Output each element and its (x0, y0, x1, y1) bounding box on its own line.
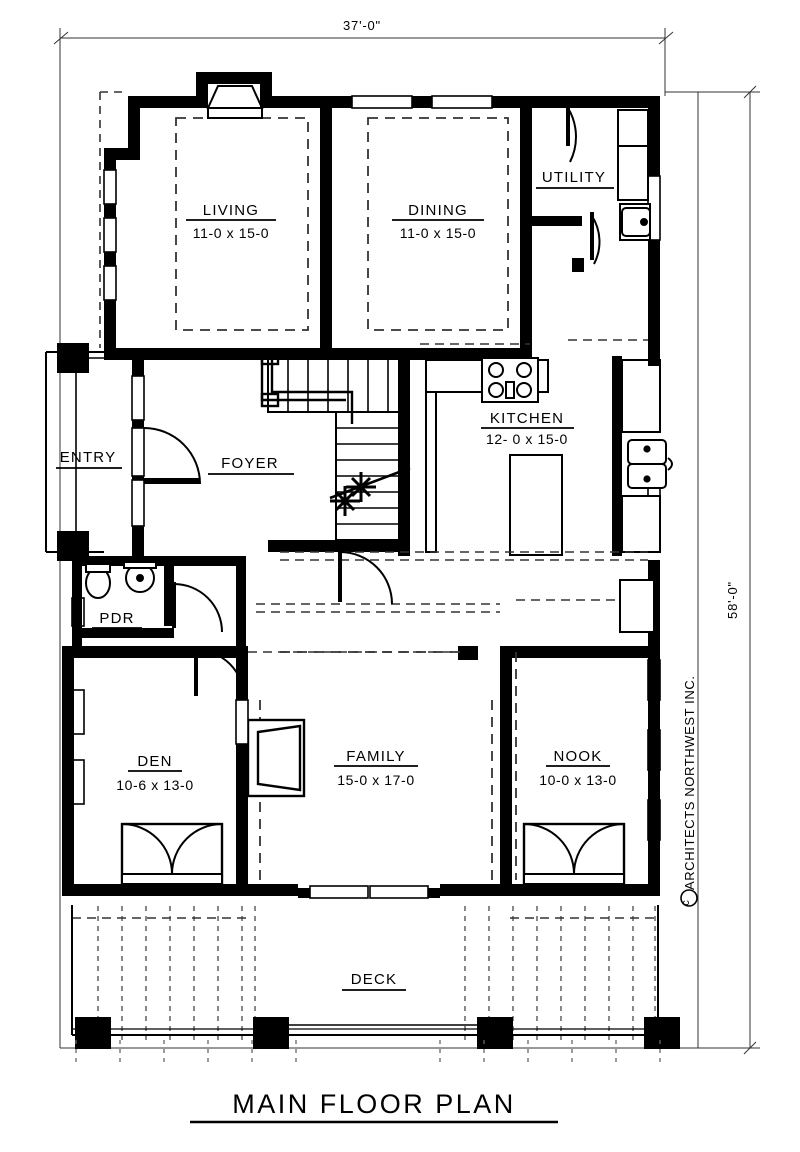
powder-room (72, 556, 246, 699)
toilet-icon (85, 563, 111, 599)
room-label-entry: ENTRY (60, 449, 117, 466)
room-dim-nook: 10-0 x 13-0 (539, 772, 616, 788)
pdr-sink-icon (123, 561, 157, 593)
staircase (260, 350, 411, 556)
living-left-dashed (99, 91, 128, 348)
kitchen (280, 356, 673, 561)
room-labels: LIVING 11-0 x 15-0 DINING 11-0 x 15-0 UT… (56, 169, 616, 991)
room-label-pdr: PDR (99, 610, 134, 627)
lower-walls (62, 560, 660, 898)
overall-depth-dimension: 58'-0" (725, 581, 740, 619)
entry-porch (45, 343, 132, 561)
copyright-credit: ARCHITECTS NORTHWEST INC. c (680, 675, 698, 907)
copyright-circle-icon (680, 889, 698, 907)
room-dim-den: 10-6 x 13-0 (116, 777, 193, 793)
foyer-door-leaf (338, 550, 342, 602)
overall-width-dimension: 37'-0" (343, 18, 381, 33)
room-label-kitchen: KITCHEN (490, 410, 564, 427)
room-label-den: DEN (137, 753, 172, 770)
nook-french-doors (522, 822, 626, 886)
room-label-utility: UTILITY (542, 169, 606, 186)
utility-sink-icon (621, 207, 651, 237)
hall-dashed-lines (248, 339, 648, 653)
stair-break-line (329, 466, 411, 516)
credit-text: ARCHITECTS NORTHWEST INC. (682, 675, 697, 890)
family-windows (309, 885, 429, 899)
den-french-doors (120, 822, 224, 886)
room-dim-family: 15-0 x 17-0 (337, 772, 414, 788)
room-dim-living: 11-0 x 15-0 (193, 225, 269, 241)
nook-counter (619, 579, 655, 633)
kitchen-sink-icon (627, 439, 673, 489)
room-label-living: LIVING (203, 202, 259, 219)
copyright-symbol: c (680, 900, 692, 906)
living-bay-window (206, 85, 264, 119)
room-label-dining: DINING (408, 202, 468, 219)
room-dim-kitchen: 12- 0 x 15-0 (486, 431, 568, 447)
room-label-nook: NOOK (554, 748, 603, 765)
deck-structure (71, 892, 680, 1062)
den-doorway (235, 699, 249, 745)
kitchen-island (509, 454, 563, 556)
room-label-family: FAMILY (346, 748, 405, 765)
page-title: MAIN FLOOR PLAN (232, 1089, 516, 1119)
cooktop-icon (481, 357, 539, 403)
dimension-lines (53, 28, 760, 1055)
entry-door (131, 375, 201, 527)
room-label-foyer: FOYER (221, 455, 279, 472)
foyer-lower-door (339, 551, 393, 605)
living-ceiling-outline (175, 117, 309, 331)
fireplace (246, 718, 306, 798)
room-label-deck: DECK (351, 971, 397, 988)
dining-ceiling-outline (367, 117, 509, 331)
room-dim-dining: 11-0 x 15-0 (400, 225, 476, 241)
utility-room (532, 96, 660, 272)
